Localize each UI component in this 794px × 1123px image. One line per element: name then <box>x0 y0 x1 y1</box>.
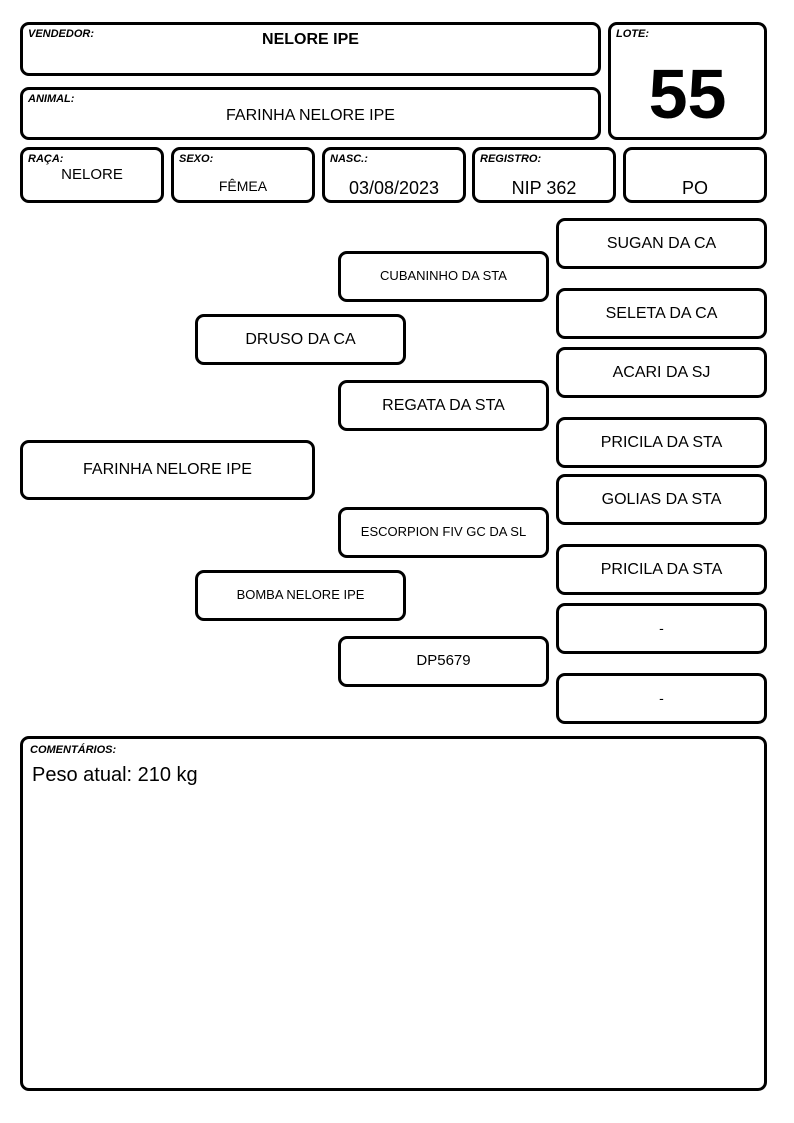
pedigree-great-grandparent: GOLIAS DA STA <box>556 474 767 525</box>
nasc-value: 03/08/2023 <box>348 178 440 198</box>
pedigree-great-grandparent: PRICILA DA STA <box>556 544 767 595</box>
animal-box: ANIMAL: FARINHA NELORE IPE <box>20 87 601 140</box>
pedigree-dam: BOMBA NELORE IPE <box>195 570 406 621</box>
registro-label: REGISTRO: <box>480 153 542 165</box>
comments-label: COMENTÁRIOS: <box>30 744 117 756</box>
pedigree-great-grandparent: SELETA DA CA <box>556 288 767 339</box>
vendedor-box: VENDEDOR: NELORE IPE <box>20 22 601 76</box>
lote-number: 55 <box>648 55 727 133</box>
sexo-label: SEXO: <box>179 153 214 165</box>
registro-box: REGISTRO: NIP 362 <box>472 147 616 203</box>
lote-label: LOTE: <box>616 28 649 40</box>
pedigree-maternal-grandsire: ESCORPION FIV GC DA SL <box>338 507 549 558</box>
sexo-value: FÊMEA <box>218 178 268 194</box>
pedigree-great-grandparent: SUGAN DA CA <box>556 218 767 269</box>
pedigree-great-grandparent: - <box>556 603 767 654</box>
pedigree-animal: FARINHA NELORE IPE <box>20 440 315 500</box>
registro-value: NIP 362 <box>511 178 577 198</box>
pedigree-great-grandparent: ACARI DA SJ <box>556 347 767 398</box>
comments-text: Peso atual: 210 kg <box>32 764 198 786</box>
categoria-box: PO <box>623 147 767 203</box>
animal-label: ANIMAL: <box>28 93 75 105</box>
categoria-value: PO <box>681 178 708 198</box>
raca-box: RAÇA: NELORE <box>20 147 164 203</box>
lote-box: LOTE: 55 <box>608 22 767 140</box>
raca-label: RAÇA: <box>28 153 64 165</box>
pedigree-great-grandparent: PRICILA DA STA <box>556 417 767 468</box>
vendedor-value: NELORE IPE <box>262 31 359 48</box>
pedigree-maternal-granddam: DP5679 <box>338 636 549 687</box>
pedigree-paternal-grandsire: CUBANINHO DA STA <box>338 251 549 302</box>
pedigree-great-grandparent: - <box>556 673 767 724</box>
nasc-label: NASC.: <box>330 153 368 165</box>
pedigree-sire: DRUSO DA CA <box>195 314 406 365</box>
raca-value: NELORE <box>61 166 123 183</box>
comments-box: COMENTÁRIOS: Peso atual: 210 kg <box>20 736 767 1091</box>
nasc-box: NASC.: 03/08/2023 <box>322 147 466 203</box>
vendedor-label: VENDEDOR: <box>28 28 95 40</box>
sexo-box: SEXO: FÊMEA <box>171 147 315 203</box>
animal-value: FARINHA NELORE IPE <box>226 107 395 124</box>
pedigree-paternal-granddam: REGATA DA STA <box>338 380 549 431</box>
